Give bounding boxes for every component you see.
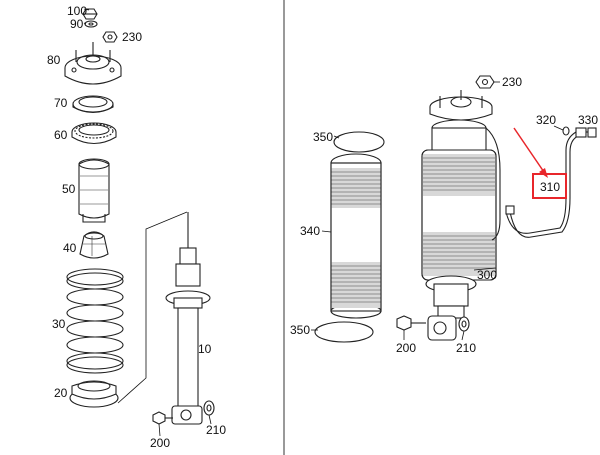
- part-20-spring-seat: [69, 380, 119, 408]
- part-330-screw: [586, 127, 597, 138]
- part-90-washer: [84, 20, 98, 28]
- label-70: 70: [54, 96, 68, 110]
- label-60: 60: [54, 128, 68, 142]
- label-40: 40: [63, 241, 77, 255]
- part-350-top-ring: [333, 131, 385, 153]
- label-320: 320: [536, 113, 556, 127]
- part-70-ring: [72, 95, 114, 114]
- part-210-nut: [203, 400, 215, 416]
- part-310-highlight-arrow: [513, 127, 548, 178]
- label-30: 30: [52, 317, 66, 331]
- part-50-boot: [78, 158, 110, 223]
- label-330: 330: [578, 113, 598, 127]
- label-50: 50: [62, 182, 76, 196]
- label-210-left: 210: [206, 423, 226, 437]
- part-210-right-nut: [458, 316, 470, 332]
- part-30-coil-spring: [66, 268, 124, 374]
- part-320-o-ring: [562, 126, 570, 136]
- label-90: 90: [70, 17, 84, 31]
- part-10-shock-absorber: [165, 212, 211, 425]
- part-350-bottom-ring: [314, 321, 374, 343]
- label-200-left: 200: [150, 436, 170, 450]
- label-310: 310: [540, 180, 560, 194]
- part-300-air-strut: [421, 90, 501, 341]
- part-340-air-bellows: [330, 153, 382, 319]
- part-200-right-bolt: [396, 315, 426, 331]
- part-200-bolt: [152, 411, 173, 425]
- label-100: 100: [67, 4, 87, 18]
- assembly-bracket: [117, 211, 188, 404]
- part-230-nut: [102, 31, 118, 43]
- part-100-nut: [82, 8, 98, 20]
- label-350-bottom: 350: [290, 323, 310, 337]
- label-340: 340: [300, 224, 320, 238]
- label-20: 20: [54, 386, 68, 400]
- label-210-right: 210: [456, 341, 476, 355]
- label-350-top: 350: [313, 130, 333, 144]
- part-60-bearing: [71, 122, 117, 145]
- label-230-left: 230: [122, 30, 142, 44]
- label-200-right: 200: [396, 341, 416, 355]
- part-230-top-nut: [475, 75, 495, 89]
- label-300: 300: [477, 268, 497, 282]
- part-310-highlight-box: [532, 173, 567, 199]
- part-80-top-mount: [64, 42, 122, 85]
- label-10: 10: [198, 342, 212, 356]
- label-230-right: 230: [502, 75, 522, 89]
- label-80: 80: [47, 53, 61, 67]
- part-40-bump-stop: [79, 231, 109, 259]
